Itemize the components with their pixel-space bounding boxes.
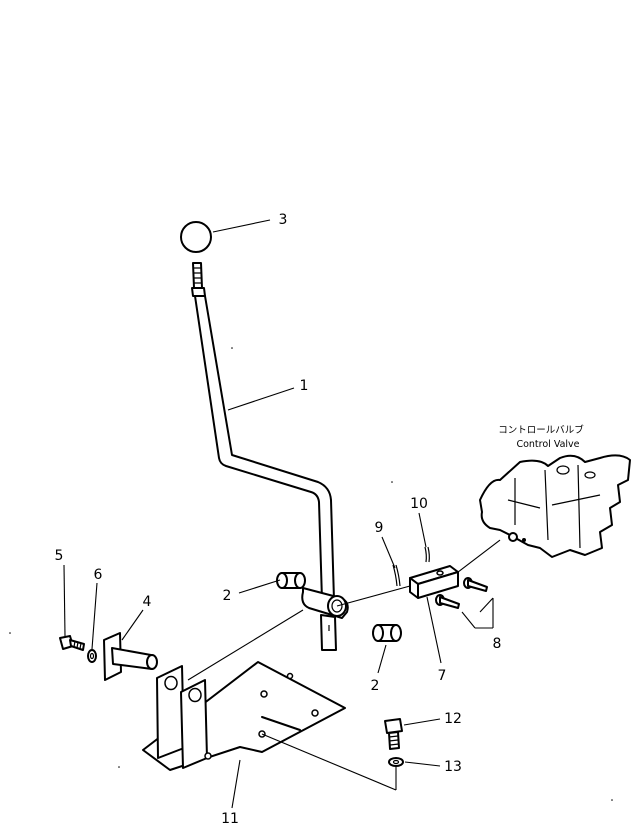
bolt-part-5 (59, 635, 85, 651)
bushing-part-2-upper (276, 572, 306, 589)
knob-part-3 (180, 221, 212, 253)
callout-12: 12 (444, 711, 462, 727)
control-valve (479, 454, 631, 558)
cotter-pin-part-9 (392, 564, 401, 587)
callout-2-lower: 2 (371, 678, 380, 694)
callout-10: 10 (410, 496, 428, 512)
callout-6: 6 (94, 567, 103, 583)
callout-8: 8 (493, 636, 502, 652)
control-valve-label-en: Control Valve (516, 439, 579, 450)
callout-7: 7 (438, 668, 447, 684)
callout-9: 9 (375, 520, 384, 536)
callout-11: 11 (221, 811, 239, 825)
callout-3: 3 (279, 212, 288, 228)
bushing-part-2-lower (372, 624, 402, 642)
assembly-lines (187, 539, 501, 791)
pin-part-4 (103, 632, 158, 681)
callout-4: 4 (143, 594, 152, 610)
bracket-plate-part-11 (142, 661, 346, 771)
cotter-pin-part-10 (424, 546, 430, 563)
control-lever-part-1 (191, 262, 349, 651)
washer-part-6 (87, 649, 97, 663)
control-valve-label-jp: コントロールバルブ (498, 424, 584, 436)
joint-block-part-7 (409, 565, 459, 599)
scan-specks (9, 347, 613, 801)
callout-leaders (63, 219, 494, 809)
callout-1: 1 (300, 378, 309, 394)
callout-13: 13 (444, 759, 462, 775)
callout-2-upper: 2 (223, 588, 232, 604)
washer-part-13 (388, 757, 404, 767)
callout-5: 5 (55, 548, 64, 564)
pins-part-8 (435, 577, 488, 609)
bolt-part-12 (384, 718, 403, 750)
